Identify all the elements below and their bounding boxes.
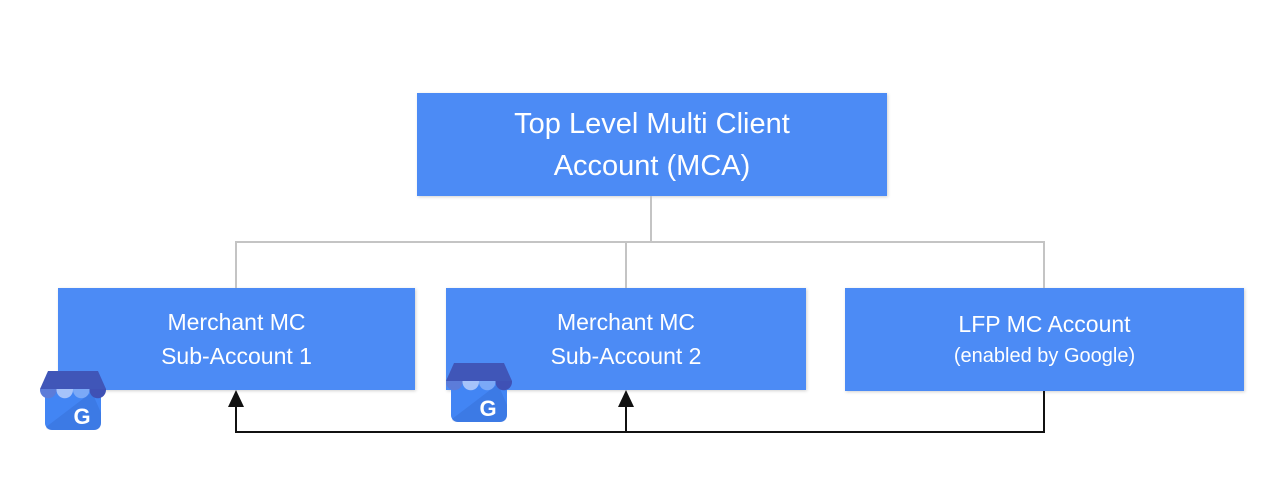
flow-line-rail [235,431,1045,433]
node-label-line: Merchant MC [167,309,306,335]
storefront-svg: G [446,363,512,422]
node-lfp-mc-account: LFP MC Account (enabled by Google) [845,288,1244,391]
storefront-svg: G [40,371,106,430]
flow-line-to-sub1 [235,404,237,433]
google-g-letter: G [73,404,90,429]
arrowhead-into-sub1 [228,390,244,407]
node-label-line: (enabled by Google) [953,344,1136,367]
google-g-letter: G [479,396,496,421]
hierarchy-connector-to-sub2 [625,241,627,288]
node-label-line: Top Level Multi Client [514,107,790,140]
hierarchy-connector-to-lfp [1043,241,1045,288]
node-merchant-sub-account-1: Merchant MC Sub-Account 1 [58,288,415,390]
google-business-storefront-icon: G [446,361,512,425]
node-label-line: Merchant MC [556,309,696,335]
flow-line-from-lfp [1043,391,1045,433]
node-label-line: LFP MC Account [958,310,1131,337]
node-label-line: Sub-Account 2 [550,343,702,369]
flow-line-to-sub2 [625,404,627,433]
hierarchy-connector-to-sub1 [235,241,237,288]
node-top-level-mca: Top Level Multi Client Account (MCA) [417,93,887,196]
node-label-line: Account (MCA) [553,149,751,182]
google-business-storefront-icon: G [40,369,106,433]
hierarchy-connector-mca-drop [650,196,652,242]
hierarchy-connector-rail [235,241,1045,243]
arrowhead-into-sub2 [618,390,634,407]
node-label-line: Sub-Account 1 [161,343,312,369]
